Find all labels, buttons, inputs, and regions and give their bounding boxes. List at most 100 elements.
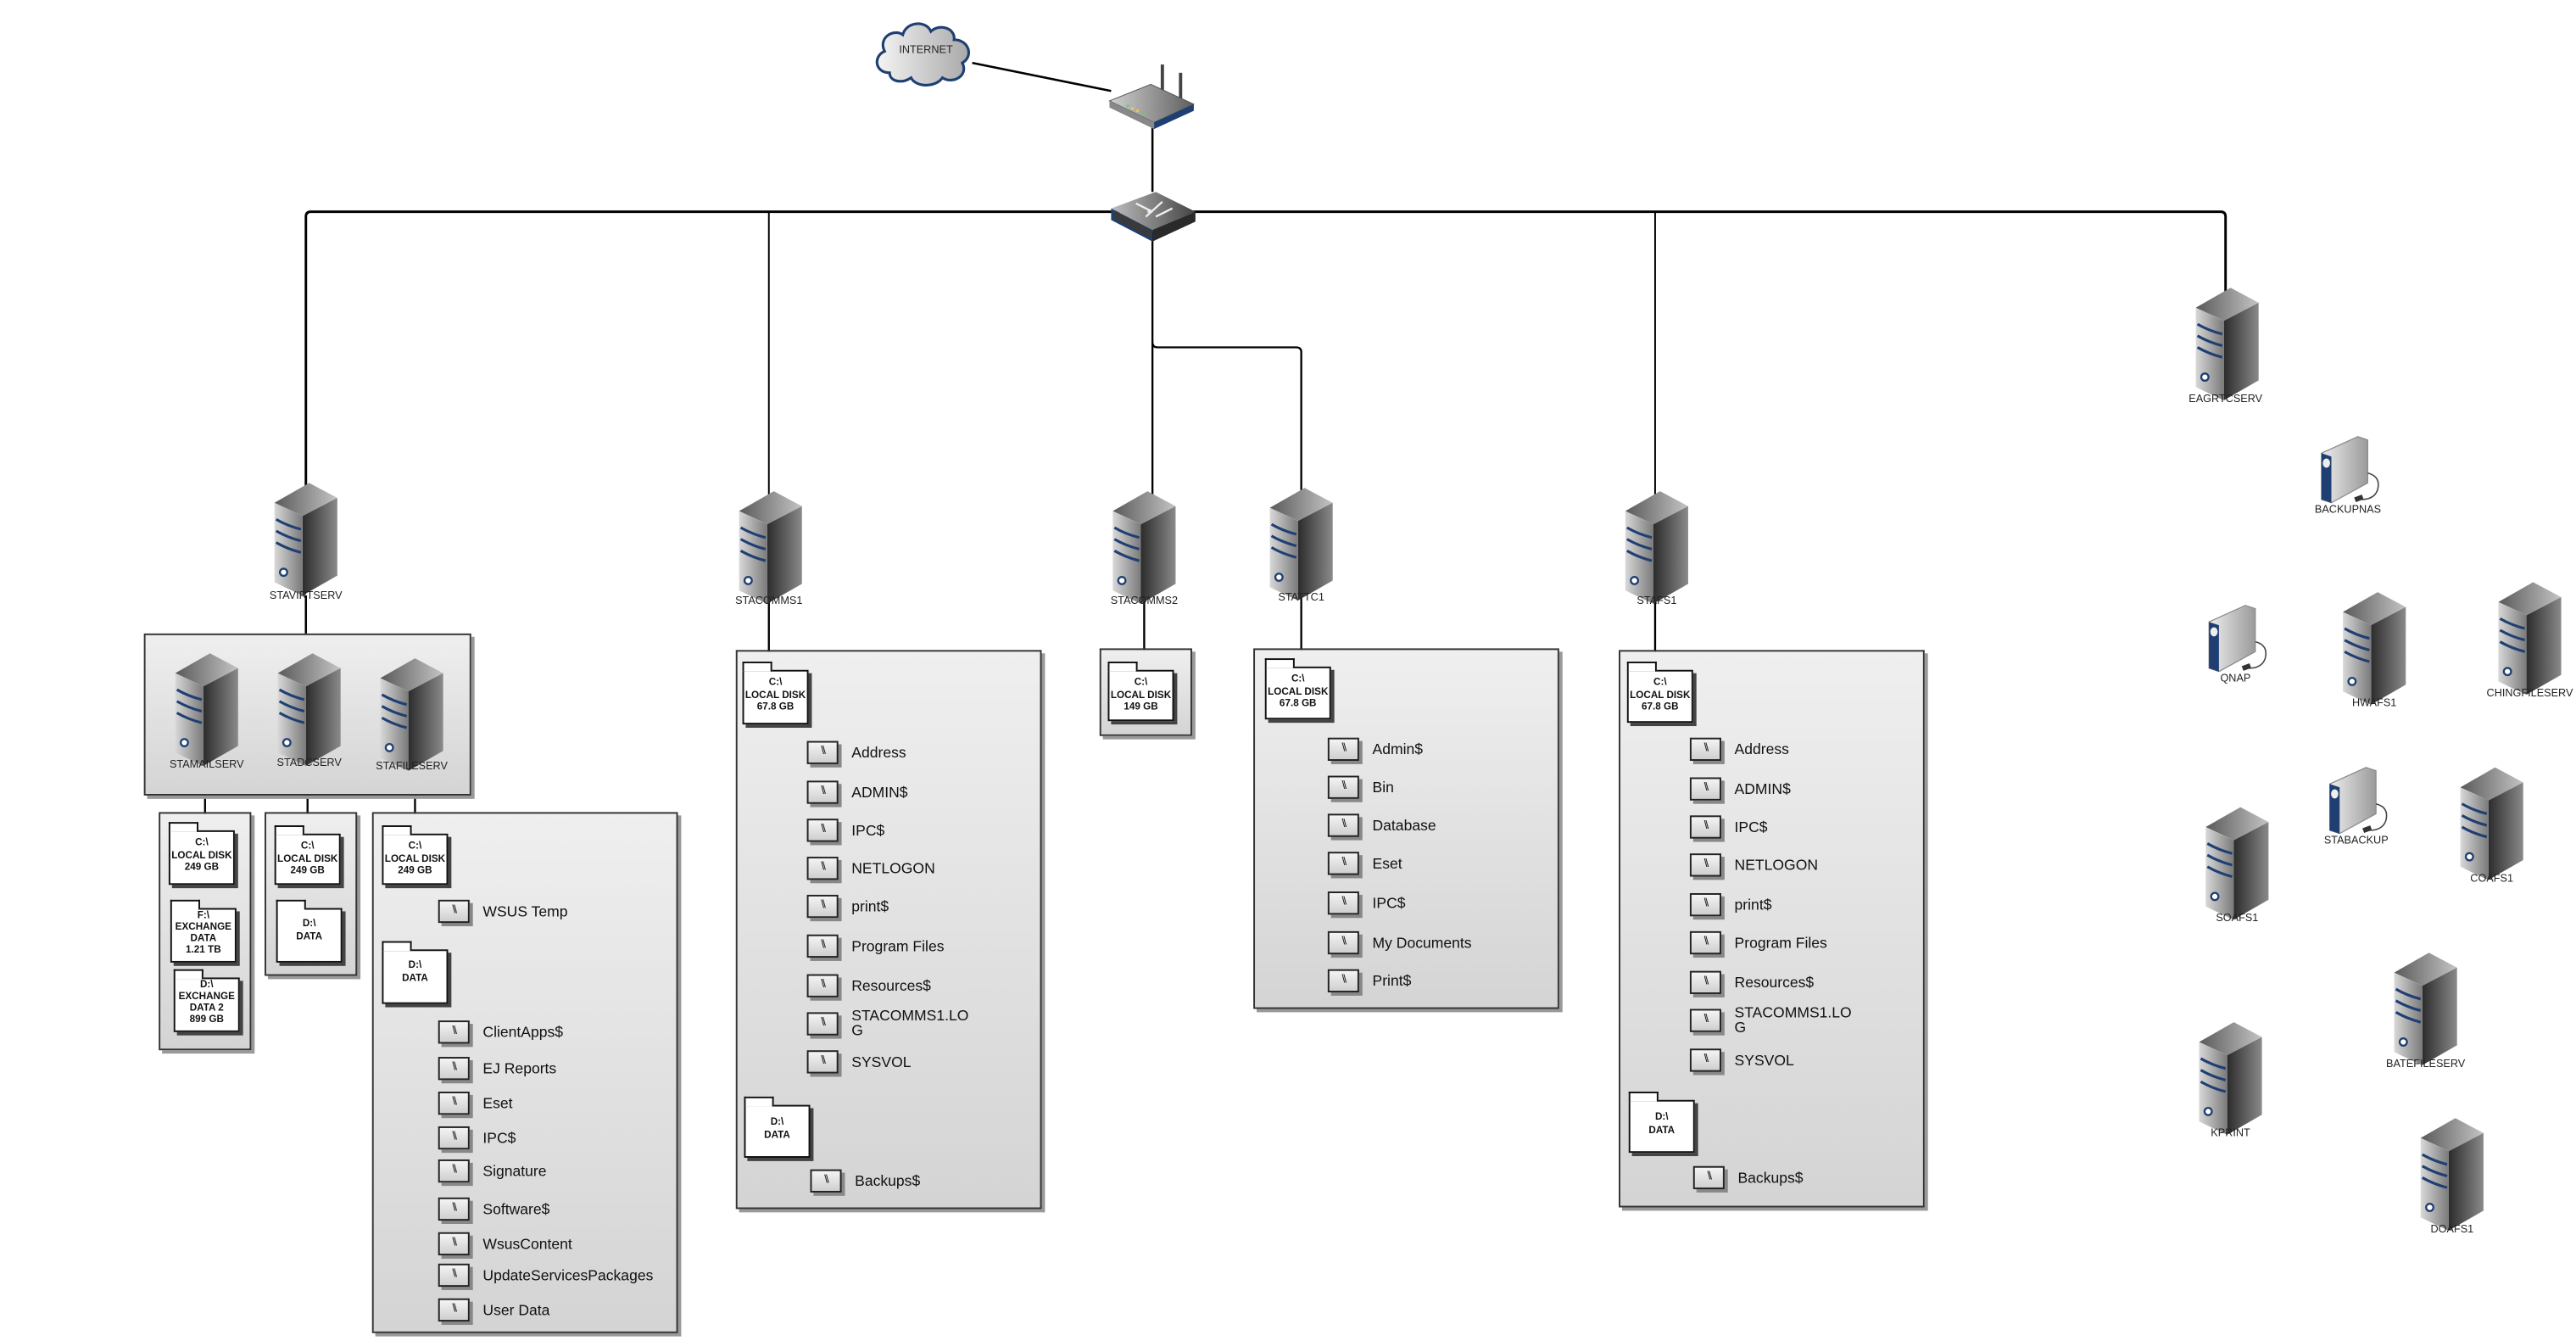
server-stamailserv[interactable] [172,650,242,768]
server-label: STACOMMS1 [735,595,803,607]
share-name: ADMIN$ [851,783,908,800]
share-item[interactable]: \\IPC$ [438,1126,516,1150]
server-stacomms1[interactable] [736,488,806,606]
disk-line: LOCAL DISK [1268,687,1329,697]
share-item[interactable]: \\WSUS Temp [438,899,568,924]
disk-c[interactable]: C:\ LOCAL DISK 249 GB [382,825,449,886]
share-name: Software$ [482,1199,550,1217]
server-doafs1[interactable] [2417,1115,2487,1233]
server-icon [276,651,343,768]
disk-c[interactable]: C:\ LOCAL DISK 249 GB [274,825,341,886]
share-item[interactable]: \\UpdateServicesPackages [438,1263,653,1288]
share-name: Bin [1372,778,1394,795]
share-item[interactable]: \\Database [1327,813,1436,837]
share-item[interactable]: \\STACOMMS1.LO G [806,1009,968,1038]
server-stattc1[interactable] [1267,484,1336,603]
share-item[interactable]: \\ ADMIN$ [1689,777,1791,801]
router[interactable] [1105,59,1197,132]
share-item[interactable]: \\print$ [1689,893,1771,917]
share-item[interactable]: \\Print$ [1327,969,1411,992]
disk-d[interactable]: D:\ EXCHANGE DATA 2 899 GB [173,969,240,1032]
server-stafileserv[interactable] [377,655,447,774]
share-name: Signature [482,1161,547,1179]
share-item[interactable]: \\Eset [438,1092,513,1115]
disk-c[interactable]: C:\ LOCAL DISK 67.8 GB [1264,658,1331,720]
disk-line: 67.8 GB [1279,699,1317,710]
share-item[interactable]: \\Backups$ [1692,1165,1804,1190]
share-item[interactable]: \\SYSVOL [1689,1048,1794,1072]
share-item[interactable]: \\Signature [438,1159,547,1183]
drop-stacomms2-stattc1 [1151,232,1302,497]
share-item[interactable]: \\SYSVOL [806,1050,912,1074]
share-item[interactable]: \\User Data [438,1298,549,1322]
disk-line: LOCAL DISK [1110,690,1172,701]
network-switch[interactable] [1107,185,1199,244]
share-item[interactable]: \\Resources$ [806,974,931,997]
share-item[interactable]: \\Program Files [1689,930,1827,955]
server-stadcserv[interactable] [275,650,344,768]
server-eagrtcserv[interactable] [2193,284,2262,403]
disk-d[interactable]: D:\ DATA [382,941,449,1004]
disk-c[interactable]: C:\ LOCAL DISK 67.8 GB [1626,661,1693,724]
share-item[interactable]: \\WsusContent [438,1232,572,1256]
server-stacomms2[interactable] [1109,488,1179,606]
disk-line: 149 GB [1124,702,1158,713]
share-item[interactable]: \\Admin$ [1327,737,1423,761]
server-chingfileserv[interactable] [2495,579,2565,698]
share-item[interactable]: \\NETLOGON [1689,853,1818,877]
disk-d[interactable]: D:\ DATA [276,899,343,963]
share-name: Resources$ [1734,973,1815,991]
disk-d[interactable]: D:\ DATA [744,1096,811,1158]
network-share-icon: \\ [806,740,839,764]
device-label: BATEFILESERV [2386,1059,2466,1070]
server-icon [174,651,240,768]
share-item[interactable]: \\print$ [806,894,889,919]
server-hwafs1[interactable] [2339,589,2409,707]
disk-d[interactable]: D:\ DATA [1628,1091,1695,1154]
disk-f[interactable]: F:\ EXCHANGE DATA 1.21 TB [170,899,237,963]
disk-letter: D:\ [199,981,214,992]
nas-qnap[interactable] [2202,602,2268,679]
share-item[interactable]: \\IPC$ [1689,815,1768,839]
disk-c[interactable]: C:\ LOCAL DISK 149 GB [1107,661,1174,722]
disk-line: 1.21 TB [186,946,221,957]
share-item[interactable]: \\NETLOGON [806,857,935,880]
share-name: Eset [482,1093,513,1111]
server-kprint[interactable] [2196,1019,2266,1137]
share-name: ADMIN$ [1734,779,1791,796]
disk-c[interactable]: C:\ LOCAL DISK 67.8 GB [742,661,809,725]
share-item[interactable]: \\Address [1689,737,1789,761]
disk-line: LOCAL DISK [384,854,446,864]
share-item[interactable]: \\ClientApps$ [438,1020,563,1044]
share-item[interactable]: \\Backups$ [810,1169,920,1193]
network-share-icon: \\ [1689,970,1721,994]
server-icon [2459,766,2525,881]
server-coafs1[interactable] [2457,764,2527,883]
share-item[interactable]: \\ADMIN$ [806,780,908,804]
disk-line: 249 GB [184,863,220,874]
share-name: print$ [851,897,889,914]
server-stafs1[interactable] [1622,488,1692,606]
disk-c[interactable]: C:\ LOCAL DISK 249 GB [168,822,235,886]
disk-letter: C:\ [1134,678,1148,689]
share-item[interactable]: \\Program Files [806,934,944,958]
share-item[interactable]: \\IPC$ [1327,891,1406,915]
server-stavirtserv[interactable] [271,480,341,599]
server-soafs1[interactable] [2202,804,2272,923]
share-item[interactable]: \\Eset [1327,852,1402,875]
nas-stabackup[interactable] [2323,764,2389,841]
share-item[interactable]: \\STACOMMS1.LO G [1689,1005,1852,1035]
share-item[interactable]: \\Bin [1327,775,1394,799]
network-share-icon: \\ [1689,777,1721,801]
share-name: IPC$ [851,821,885,838]
share-item[interactable]: \\ Resources$ [1689,970,1815,994]
share-item[interactable]: \\IPC$ [806,819,885,842]
share-name: WsusContent [482,1234,572,1252]
share-item[interactable]: \\EJ Reports [438,1057,556,1081]
share-item[interactable]: \\My Documents [1327,930,1472,955]
nas-backupnas[interactable] [2315,433,2381,510]
server-batefileserv[interactable] [2391,949,2461,1068]
share-item[interactable]: \\Software$ [438,1197,550,1221]
share-item[interactable]: \\Address [806,740,906,764]
network-share-icon: \\ [1327,737,1359,761]
